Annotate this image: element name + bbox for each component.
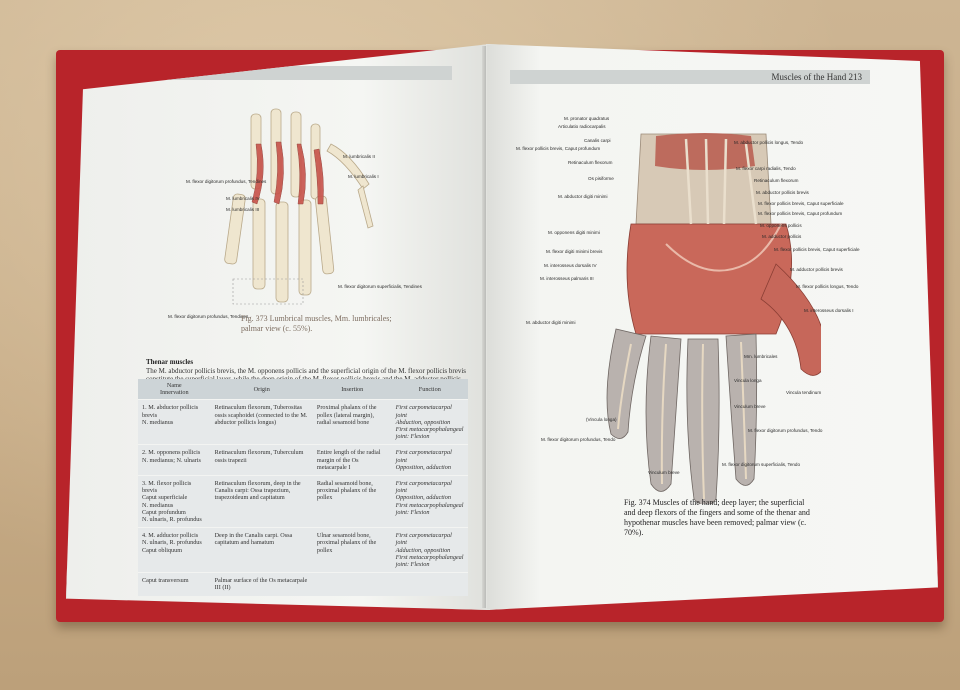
table-cell: Ulnar sesamoid bone, proximal phalanx of… (312, 527, 392, 573)
figure-label: M. abductor pollicis brevis (756, 190, 809, 195)
figure-label: M. lumbricalis II (343, 154, 375, 159)
figure-label: M. flexor digitorum profundus, Tendo (541, 437, 616, 442)
figure-label: Articulatio radiocarpalis (558, 124, 606, 129)
table-cell: 4. M. adductor pollicis N. ulnaris, R. p… (138, 527, 211, 573)
figure-label: M. abductor digiti minimi (558, 194, 608, 199)
table-cell: 3. M. flexor pollicis brevis Caput super… (138, 475, 211, 528)
figure-label: M. flexor digitorum superficialis, Tendo (722, 462, 801, 467)
table-row: 3. M. flexor pollicis brevis Caput super… (138, 475, 468, 528)
figure-label: M. interosseus dorsalis I (804, 308, 854, 313)
figure-label: M. adductor pollicis (762, 234, 802, 239)
figure-label: M. lumbricalis IV (226, 196, 260, 201)
figure-label: M. flexor digitorum profundus, Tendines (186, 179, 267, 184)
figure-373-caption: Fig. 373 Lumbrical muscles, Mm. lumbrica… (241, 314, 392, 333)
table-cell: Retinaculum flexorum, deep in the Canali… (210, 475, 313, 528)
figure-label: Mm. lumbricales (744, 354, 778, 359)
table-row: Caput transversum Palmar surface of the … (138, 572, 468, 596)
figure-label: Vinculum breve (734, 404, 766, 409)
section-title: Thenar muscles (146, 358, 194, 366)
table-cell: Radial sesamoid bone, proximal phalanx o… (312, 475, 392, 528)
figure-label: M. flexor digitorum profundus, Tendo (748, 428, 823, 433)
figure-label: M. flexor pollicis brevis, Caput profund… (516, 146, 601, 151)
figure-label: M. interosseus dorsalis IV (544, 263, 597, 268)
table-row: 4. M. adductor pollicis N. ulnaris, R. p… (138, 527, 468, 573)
figure-label: Canalis carpi (584, 138, 611, 143)
table-cell (391, 572, 468, 596)
figure-label: M. abductor digiti minimi (526, 320, 576, 325)
figure-label: Retinaculum flexorum (754, 178, 799, 183)
hand-muscles-illustration (606, 133, 821, 504)
table-cell: Entire length of the radial margin of th… (312, 444, 392, 476)
table-cell (312, 572, 392, 596)
figure-label: M. opponens digiti minimi (548, 230, 600, 235)
table-row: 1. M. abductor pollicis brevis N. median… (138, 399, 468, 445)
table-cell: First carpometacarpal joint Abduction, o… (391, 399, 468, 445)
table-cell: 2. M. opponens pollicis N. medianus; N. … (138, 444, 211, 476)
figure-label: Vinculum breve (648, 470, 680, 475)
column-header: Insertion (312, 379, 392, 400)
figure-label: Retinaculum flexorum (568, 160, 613, 165)
table-cell: 1. M. abductor pollicis brevis N. median… (138, 399, 211, 445)
table-cell: Deep in the Canalis carpi. Ossa capitatu… (210, 527, 313, 573)
figure-label: M. flexor pollicis brevis, Caput superfi… (774, 247, 860, 252)
figure-label: M. abductor pollicis longus, Tendo (734, 140, 804, 145)
figure-label: M. flexor digitorum profundus, Tendines (168, 314, 249, 319)
table-cell: Proximal phalanx of the pollex (lateral … (312, 399, 392, 445)
figure-label: Vincula longa (734, 378, 762, 383)
right-page: Muscles of the Hand 213 (486, 44, 938, 610)
table-cell: Retinaculum flexorum, Tuberositas ossis … (210, 399, 313, 445)
table-cell: Palmar surface of the Os metacarpale III… (210, 572, 313, 596)
column-header: Function (391, 379, 468, 400)
figure-label: M. interosseus palmaris III (540, 276, 594, 281)
left-page: 212 Upper Limb M. lumbricalis II M. lumb… (66, 44, 490, 610)
table-cell: Caput transversum (138, 572, 211, 596)
lumbrical-hand-illustration (224, 108, 374, 305)
figure-label: M. flexor pollicis brevis, Caput profund… (758, 211, 843, 216)
table-cell: Retinaculum flexorum, Tuberculum ossis t… (210, 444, 313, 476)
column-header: Origin (210, 379, 313, 400)
figure-label: M. flexor digiti minimi brevis (546, 249, 603, 254)
figure-374-caption: Fig. 374 Muscles of the hand; deep layer… (624, 498, 810, 537)
figure-label: M. flexor pollicis brevis, Caput superfi… (758, 201, 844, 206)
column-header: Name Innervation (138, 379, 211, 400)
figure-label: M. lumbricalis III (226, 207, 260, 212)
figure-label: M. flexor carpi radialis, Tendo (736, 166, 796, 171)
right-page-header: Muscles of the Hand 213 (510, 70, 870, 84)
figure-label: M. adductor pollicis brevis (790, 267, 843, 272)
table-header-row: Name Innervation Origin Insertion Functi… (138, 379, 468, 400)
figure-label: M. opponens pollicis (760, 223, 802, 228)
table-cell: First carpometacarpal joint Opposition, … (391, 444, 468, 476)
table-row: 2. M. opponens pollicis N. medianus; N. … (138, 444, 468, 476)
figure-label: (Vincula longa) (586, 417, 617, 422)
figure-label: M. flexor digitorum superficialis, Tendi… (338, 284, 422, 289)
figure-label: M. pronator quadratus (564, 116, 610, 121)
figure-label: M. lumbricalis I (348, 174, 379, 179)
table-cell: First carpometacarpal joint Adduction, o… (391, 527, 468, 573)
figure-label: Os pisiforme (588, 176, 614, 181)
figure-label: Vincula tendinum (786, 390, 822, 395)
figure-label: M. flexor pollicis longus, Tendo (796, 284, 859, 289)
thenar-muscles-table: Name Innervation Origin Insertion Functi… (138, 379, 468, 596)
table-cell: First carpometacarpal joint Opposition, … (391, 475, 468, 528)
